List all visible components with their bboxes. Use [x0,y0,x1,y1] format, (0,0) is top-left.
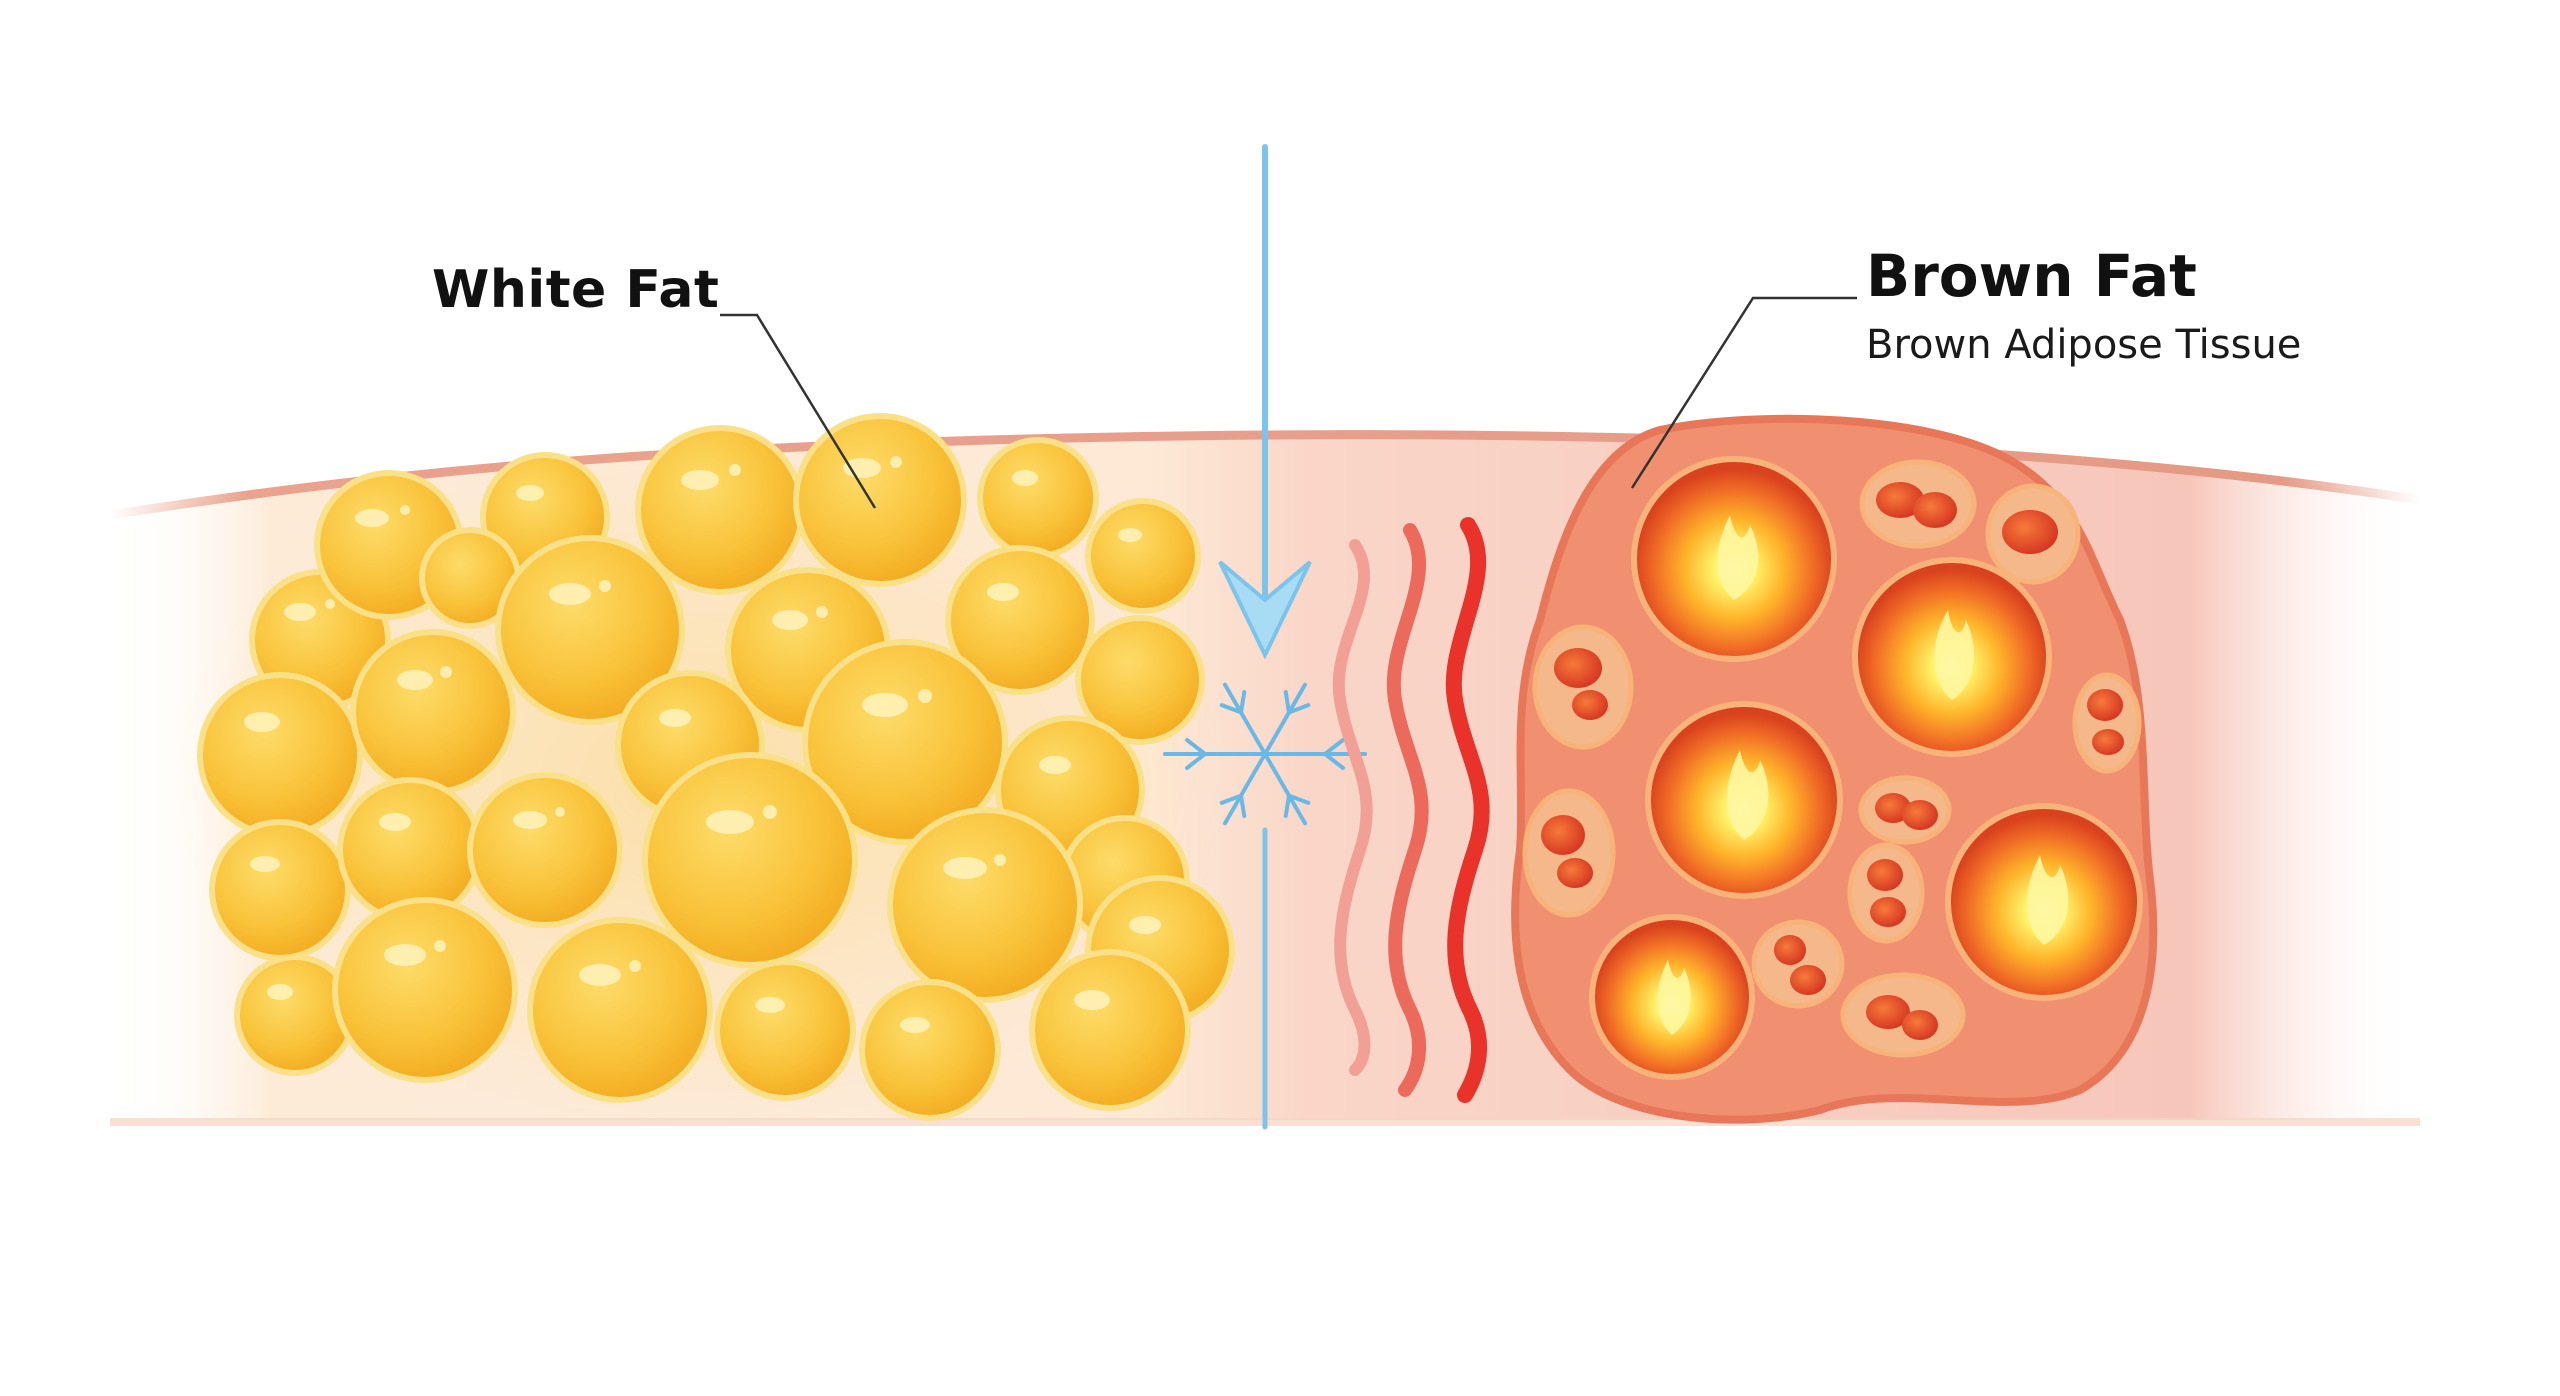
brown-fat-tissue [1511,414,2158,1124]
flame-icon [1589,456,2143,1080]
brown-fat-label: Brown Fat [1866,242,2197,310]
leader-lines [720,296,1857,509]
cold-downward-arrow-icon [1218,144,1312,1130]
brown-fat-subtitle: Brown Adipose Tissue [1866,322,2302,368]
heat-waves-icon [1332,517,1490,1103]
snowflake-icon [1163,682,1367,826]
white-fat-label: White Fat [432,260,720,320]
white-fat-cells [180,413,1235,1121]
